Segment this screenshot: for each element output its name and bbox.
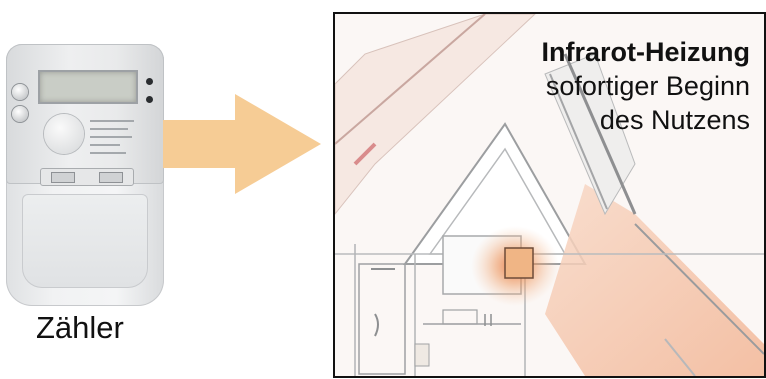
meter-led-icon — [146, 78, 153, 85]
meter-button-bar — [40, 168, 134, 186]
title-block: Infrarot-Heizung sofortiger Beginn des N… — [542, 35, 751, 137]
illustration-panel: Infrarot-Heizung sofortiger Beginn des N… — [333, 12, 766, 378]
electricity-meter — [6, 44, 164, 306]
meter-display — [38, 70, 138, 104]
meter-led-icon — [146, 96, 153, 103]
meter-dial-icon — [44, 114, 84, 154]
meter-terminal-cover — [22, 194, 148, 288]
meter-print-line — [90, 136, 132, 138]
meter-knob-icon — [12, 84, 28, 100]
right-arrow-icon — [163, 94, 331, 194]
meter-button-icon — [99, 172, 123, 183]
panel-subtitle-line1: sofortiger Beginn — [542, 69, 751, 103]
panel-subtitle-line2: des Nutzens — [542, 103, 751, 137]
meter-print-line — [90, 144, 120, 146]
meter-print-line — [90, 120, 134, 122]
meter-caption: Zähler — [36, 310, 124, 346]
meter-front-panel — [6, 44, 164, 184]
meter-knob-icon — [12, 106, 28, 122]
panel-title: Infrarot-Heizung — [542, 35, 751, 69]
meter-button-icon — [51, 172, 75, 183]
meter-print-line — [90, 128, 128, 130]
meter-print-line — [90, 152, 126, 154]
